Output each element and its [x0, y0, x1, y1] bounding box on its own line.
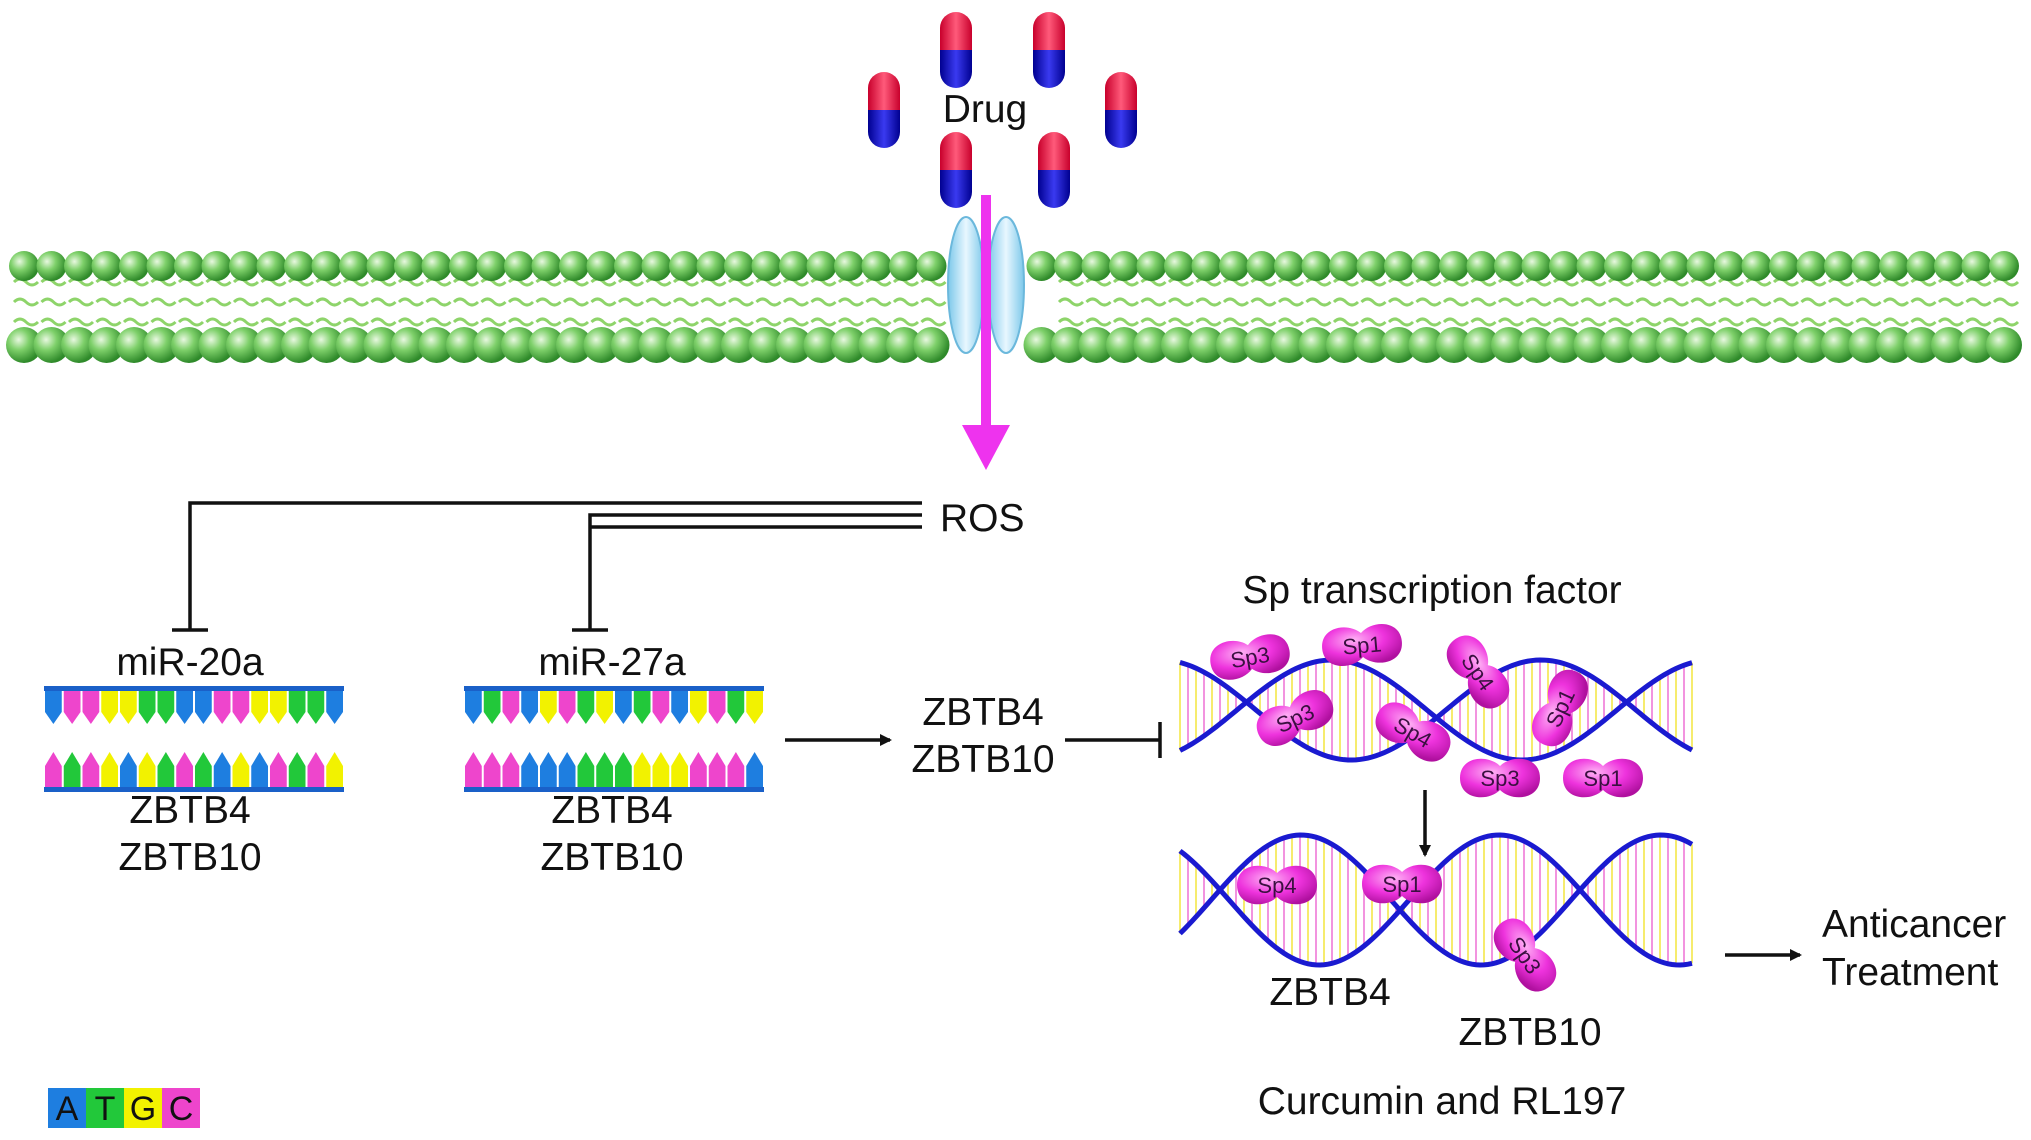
zbtb-inhibits-sp [1065, 722, 1162, 758]
mir27a-label: miR-27a [538, 641, 686, 684]
drug-label: Drug [943, 88, 1028, 131]
drug-capsule-icon [940, 12, 972, 88]
center-zbtb4-label: ZBTB4 [922, 691, 1043, 734]
legend-item: C [162, 1088, 200, 1128]
svg-text:C: C [169, 1090, 194, 1128]
duplex1-zbtb10-label: ZBTB10 [118, 836, 261, 879]
drug-capsule-icon [1105, 72, 1137, 148]
sp-protein: Sp1 [1563, 758, 1643, 798]
svg-text:Sp3: Sp3 [1480, 766, 1519, 791]
sp-protein: Sp1 [1362, 864, 1442, 904]
svg-text:Sp4: Sp4 [1257, 873, 1296, 898]
sp-protein: Sp1 [1532, 669, 1588, 747]
sp-protein: Sp4 [1446, 635, 1510, 709]
mir20a-duplex [44, 686, 344, 792]
svg-text:Sp1: Sp1 [1583, 766, 1622, 791]
mir20a-label: miR-20a [116, 641, 264, 684]
svg-text:Sp1: Sp1 [1341, 631, 1382, 659]
bottom-zbtb10-label: ZBTB10 [1458, 1011, 1601, 1054]
duplex1-zbtb4-label: ZBTB4 [129, 789, 250, 832]
sp-protein: Sp4 [1237, 865, 1317, 905]
svg-text:G: G [130, 1090, 156, 1128]
outcome-line1: Anticancer [1822, 903, 2006, 946]
compound-label: Curcumin and RL197 [1258, 1080, 1627, 1123]
sp-protein: Sp3 [1460, 758, 1540, 798]
drug-capsule-icon [1033, 12, 1065, 88]
bottom-zbtb4-label: ZBTB4 [1269, 971, 1390, 1014]
sp-protein: Sp3 [1210, 634, 1290, 680]
ros-inhibition-lines [172, 501, 922, 632]
svg-text:Sp1: Sp1 [1382, 872, 1421, 897]
ros-label: ROS [940, 497, 1025, 540]
duplex2-zbtb10-label: ZBTB10 [540, 836, 683, 879]
outcome-line2: Treatment [1822, 951, 1998, 994]
sp-title: Sp transcription factor [1242, 569, 1621, 612]
drug-capsule-icon [940, 132, 972, 208]
sp-protein: Sp1 [1322, 624, 1402, 666]
drug-capsule-icon [868, 72, 900, 148]
legend-item: A [48, 1088, 86, 1128]
cell-membrane [6, 251, 2022, 363]
legend-item: T [86, 1088, 124, 1128]
drug-capsules [868, 12, 1137, 208]
legend-item: G [124, 1088, 162, 1128]
svg-text:T: T [95, 1090, 116, 1128]
center-zbtb10-label: ZBTB10 [911, 738, 1054, 781]
duplex2-zbtb4-label: ZBTB4 [551, 789, 672, 832]
mir27a-duplex [464, 686, 764, 792]
membrane-channel [947, 216, 1025, 354]
drug-entry-arrow [962, 195, 1010, 470]
drug-capsule-icon [1038, 132, 1070, 208]
svg-text:A: A [56, 1090, 79, 1128]
